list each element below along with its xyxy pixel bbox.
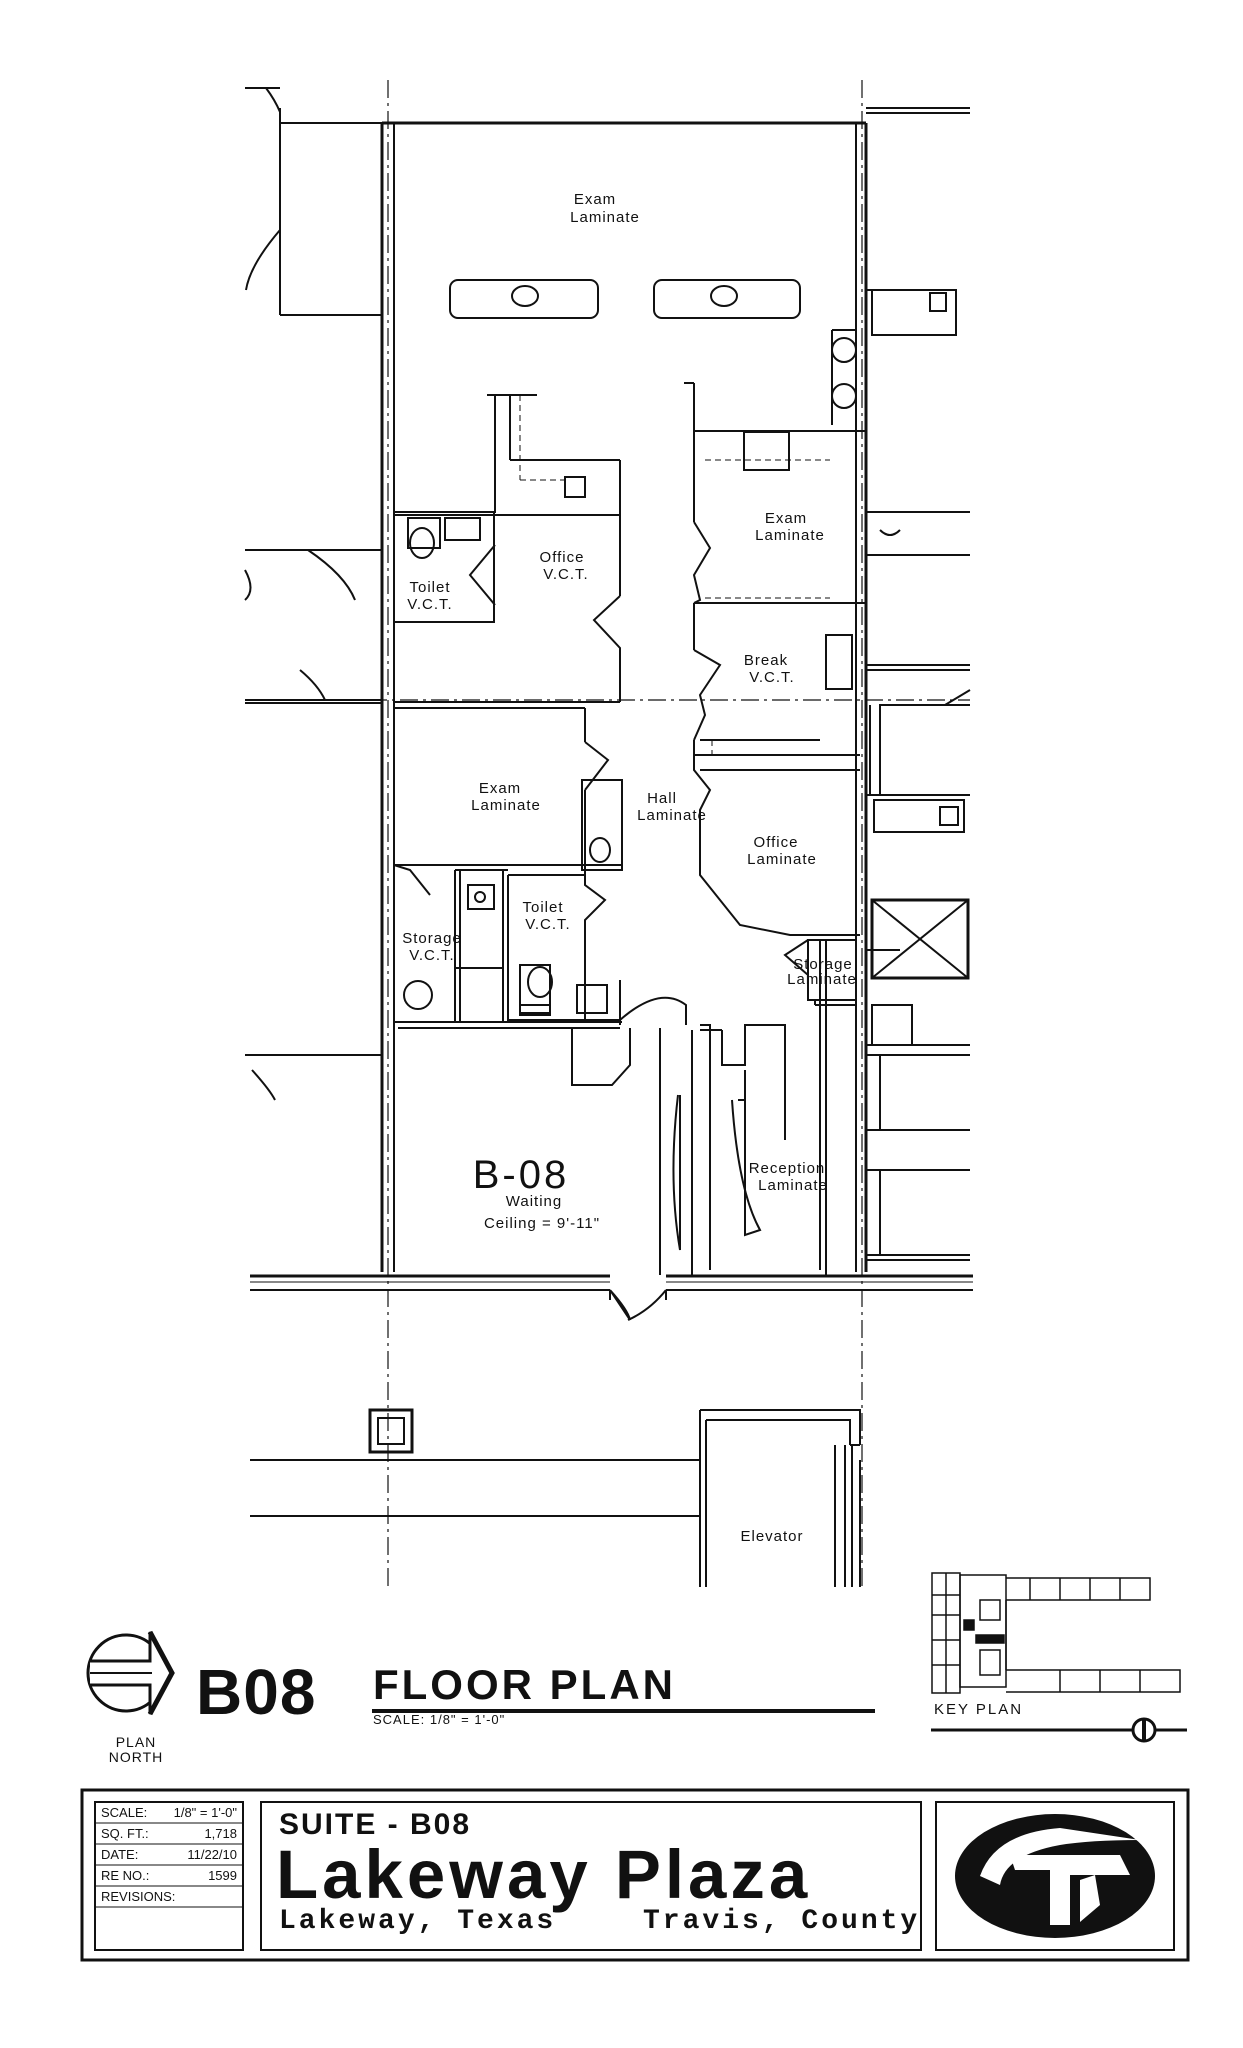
project-city: Lakeway, Texas (279, 1906, 557, 1937)
grid-lines (245, 80, 970, 1590)
key-plan-north-icon (1131, 1717, 1157, 1743)
logo-frame (935, 1801, 1175, 1951)
suite-label: B-08 (473, 1153, 570, 1197)
right-neighbor (866, 107, 971, 1261)
key-plan-label: KEY PLAN (934, 1701, 1024, 1718)
outer-walls (250, 121, 973, 1291)
plan-scale: SCALE: 1/8" = 1'-0" (373, 1712, 506, 1727)
project-suite: SUITE - B08 (279, 1808, 472, 1841)
info-row-re-no: RE NO.:1599 (101, 1868, 237, 1883)
info-row-sqft: SQ. FT.:1,718 (101, 1826, 237, 1841)
lower-building (250, 1408, 861, 1587)
info-table-frame (94, 1801, 244, 1951)
project-frame (260, 1801, 922, 1951)
interior-walls (393, 279, 866, 1321)
title-graphics (80, 1572, 1190, 1962)
room-label-elevator: Elevator (740, 1528, 803, 1545)
left-neighbor (244, 87, 382, 1101)
key-plan-drawing (931, 1572, 1181, 1694)
plan-north-label: PLAN NORTH (108, 1734, 164, 1765)
project-name: Lakeway Plaza (276, 1836, 812, 1913)
company-logo-icon (955, 1814, 1155, 1938)
plan-north-arrow-icon (86, 1630, 175, 1716)
info-row-date: DATE:11/22/10 (101, 1847, 237, 1862)
plan-title: FLOOR PLAN (373, 1661, 676, 1708)
plan-number: B08 (196, 1656, 317, 1728)
info-row-revisions: REVISIONS: (101, 1889, 176, 1904)
title-block-frame (80, 1788, 1190, 1962)
project-county: Travis, County (643, 1906, 921, 1937)
info-row-scale: SCALE:1/8" = 1'-0" (101, 1805, 237, 1820)
